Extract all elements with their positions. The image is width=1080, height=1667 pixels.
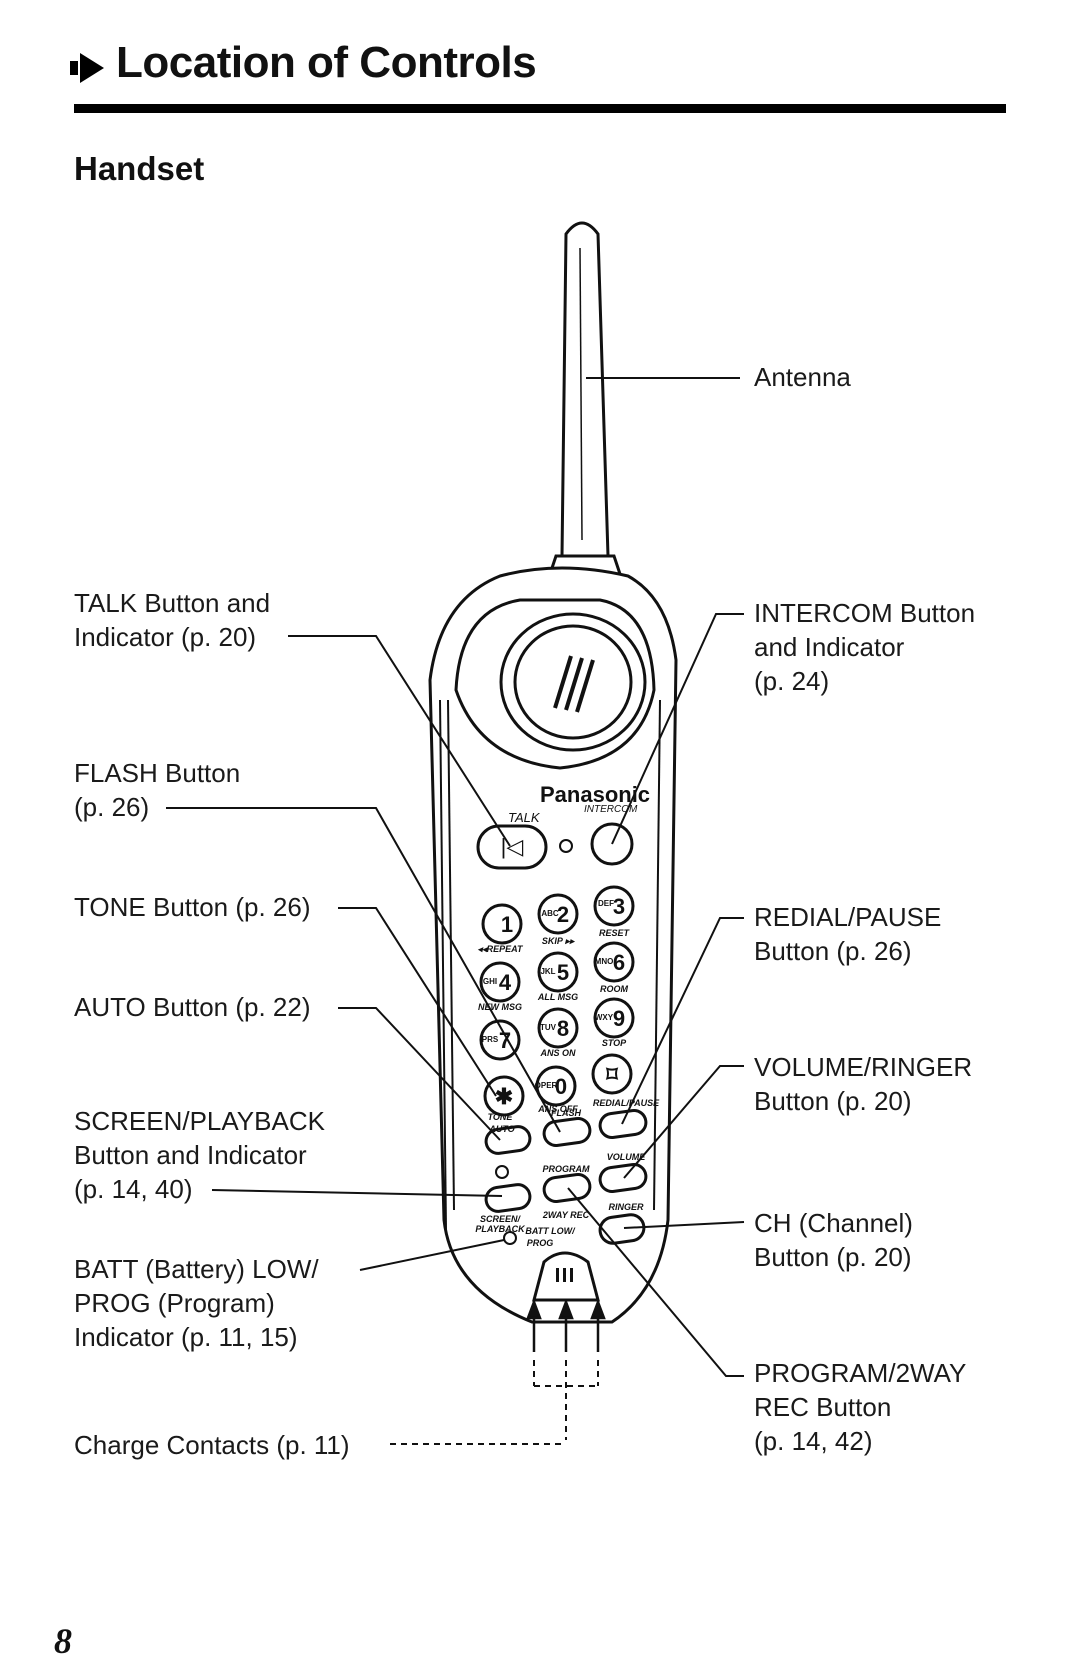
callout-tone: TONE Button (p. 26): [74, 892, 311, 922]
screen-label: SCREEN/: [480, 1214, 522, 1224]
batt-low-prog-indicator: [503, 1231, 517, 1245]
flash-label: FLASH: [551, 1108, 581, 1118]
key-3: [593, 885, 635, 927]
callout-screen-playback: SCREEN/PLAYBACK Button and Indicator (p.…: [74, 1106, 325, 1204]
section-title: Handset: [74, 150, 205, 187]
earpiece-grille-icon: [553, 655, 595, 713]
callout-redial-pause: REDIAL/PAUSE Button (p. 26): [754, 902, 942, 966]
arrow-bullet-icon: [70, 53, 104, 83]
key-5-letters: JKL: [540, 967, 555, 976]
talk-key-label: TALK: [508, 810, 541, 825]
antenna: [560, 221, 610, 558]
volume-ringer-button: [598, 1162, 648, 1194]
room-label: ROOM: [600, 984, 629, 994]
key-8-letters: TUV: [540, 1023, 557, 1032]
playback-label: PLAYBACK: [475, 1224, 526, 1234]
flash-leader: [166, 807, 561, 1133]
program-leader: [567, 1187, 744, 1377]
key-star-label: ✱: [495, 1084, 513, 1109]
repeat-label: ◂◂REPEAT: [478, 944, 524, 954]
key-9-label: 9: [613, 1006, 625, 1031]
key-stop-label: ⌑: [605, 1062, 618, 1087]
skip-label: SKIP ▸▸: [542, 936, 576, 946]
charge-contact-arrows: [526, 1298, 606, 1352]
key-9: [593, 997, 635, 1039]
ringer-label: RINGER: [608, 1202, 644, 1212]
key-7-letters: PRS: [482, 1035, 499, 1044]
intercom-key-label: INTERCOM: [584, 804, 638, 815]
callout-talk: TALK Button and Indicator (p. 20): [74, 588, 271, 652]
callout-charge-contacts: Charge Contacts (p. 11): [74, 1430, 350, 1460]
key-3-letters: DEF: [598, 899, 614, 908]
talk-button: [476, 824, 548, 870]
key-9-letters: WXY: [595, 1013, 614, 1022]
key-6-label: 6: [613, 950, 625, 975]
tone-label: TONE: [488, 1112, 514, 1122]
reset-label: RESET: [599, 928, 631, 938]
volume-leader: [623, 1065, 744, 1179]
screen-playback-button: [484, 1183, 532, 1213]
key-0-label: 0: [555, 1074, 567, 1099]
callout-volume-ringer: VOLUME/RINGER Button (p. 20): [754, 1052, 973, 1116]
redial-leader: [621, 917, 744, 1125]
callout-antenna: Antenna: [754, 362, 851, 392]
intercom-indicator: [559, 839, 573, 853]
new-msg-label: NEW MSG: [478, 1002, 522, 1012]
key-5-label: 5: [557, 960, 569, 985]
program-label: PROGRAM: [543, 1164, 591, 1174]
key-2-label: 2: [557, 902, 569, 927]
batt-low-label: BATT LOW/: [525, 1226, 576, 1236]
callout-intercom: INTERCOM Button and Indicator (p. 24): [754, 598, 976, 696]
key-5: [537, 951, 579, 993]
ch-button: [598, 1213, 646, 1245]
key-1: [481, 903, 523, 945]
batt-leader: [359, 1239, 505, 1271]
callout-program-2way-rec: PROGRAM/2WAY REC Button (p. 14, 42): [754, 1358, 967, 1456]
redial-pause-label: REDIAL/PAUSE: [593, 1098, 660, 1108]
microphone-grille-icon: [556, 1268, 573, 1282]
key-8-label: 8: [557, 1016, 569, 1041]
key-star: [483, 1075, 525, 1117]
key-1-label: 1: [501, 912, 513, 937]
page-number: 8: [54, 1621, 72, 1661]
key-2: [537, 893, 579, 935]
key-6: [593, 941, 635, 983]
volume-label: VOLUME: [607, 1152, 646, 1162]
auto-button: [484, 1125, 532, 1155]
screen-leader: [211, 1189, 503, 1197]
page-title: Location of Controls: [116, 38, 537, 87]
ans-off-label: ANS OFF: [537, 1104, 578, 1114]
talk-leader: [288, 635, 511, 847]
key-2-letters: ABC: [541, 909, 559, 918]
callout-batt-low-prog: BATT (Battery) LOW/ PROG (Program) Indic…: [74, 1254, 319, 1352]
ch-leader: [623, 1221, 745, 1229]
callout-auto: AUTO Button (p. 22): [74, 992, 311, 1022]
ans-on-label: ANS ON: [539, 1048, 576, 1058]
key-stop: [591, 1053, 633, 1095]
key-7-label: 7: [499, 1028, 511, 1053]
key-0-letters: OPER: [535, 1081, 558, 1090]
all-msg-label: ALL MSG: [537, 992, 578, 1002]
title-rule: [74, 104, 1006, 113]
key-4-letters: GHI: [483, 977, 497, 986]
key-3-label: 3: [613, 894, 625, 919]
program-2way-rec-button: [542, 1172, 592, 1204]
auto-label: AUTO: [488, 1124, 514, 1134]
callout-flash: FLASH Button (p. 26): [74, 758, 241, 822]
key-7: [479, 1019, 521, 1061]
screen-indicator: [495, 1165, 509, 1179]
auto-leader: [338, 1007, 501, 1141]
key-8: [537, 1007, 579, 1049]
stop-label: STOP: [602, 1038, 627, 1048]
tone-leader: [338, 907, 497, 1097]
intercom-leader: [611, 613, 744, 845]
prog-label: PROG: [527, 1238, 554, 1248]
key-4: [479, 961, 521, 1003]
key-0: [535, 1065, 577, 1107]
key-4-label: 4: [499, 970, 512, 995]
key-6-letters: MNO: [595, 957, 614, 966]
2way-rec-label: 2WAY REC: [542, 1210, 590, 1220]
callout-ch: CH (Channel) Button (p. 20): [754, 1208, 913, 1272]
